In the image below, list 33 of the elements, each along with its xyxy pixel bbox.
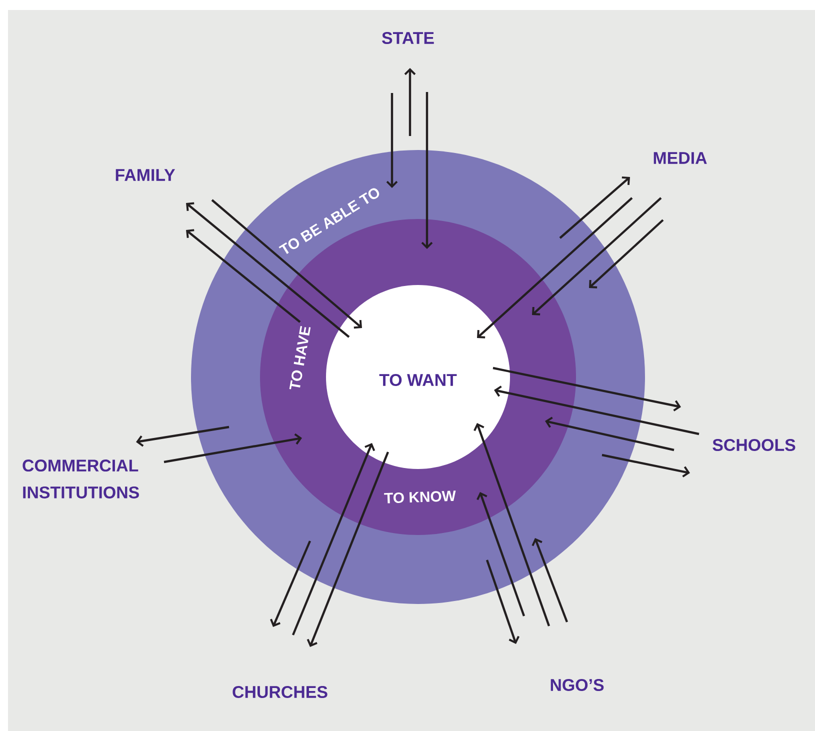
center-label: TO WANT: [379, 374, 457, 386]
ring-label: TO KNOW: [384, 490, 456, 504]
arrow: [602, 454, 690, 478]
arrow: [211, 199, 362, 329]
arrow: [386, 93, 398, 188]
institution-label: COMMERCIAL INSTITUTIONS: [22, 460, 139, 498]
arrow: [136, 426, 230, 447]
arrow: [476, 492, 526, 616]
institution-label: SCHOOLS: [712, 439, 796, 451]
arrow: [164, 433, 302, 464]
arrow: [186, 202, 350, 338]
arrow: [306, 452, 390, 647]
arrow: [492, 366, 681, 412]
institution-label: FAMILY: [116, 169, 176, 181]
arrow: [421, 92, 433, 249]
institution-label: STATE: [382, 32, 434, 44]
arrow: [477, 197, 633, 338]
arrow: [404, 68, 416, 136]
arrow: [486, 560, 520, 644]
arrow: [589, 219, 664, 288]
arrow: [292, 443, 376, 636]
institution-label: NGO’S: [550, 679, 604, 691]
arrow: [545, 416, 674, 452]
ring-label: TO HAVE: [289, 326, 311, 390]
institution-label: MEDIA: [654, 152, 707, 164]
arrow: [559, 176, 630, 239]
arrow: [494, 386, 700, 436]
arrow: [474, 423, 550, 626]
arrow: [186, 229, 301, 323]
arrow: [270, 540, 312, 627]
arrow: [532, 197, 662, 316]
institution-label: CHURCHES: [232, 686, 328, 698]
arrow: [532, 538, 568, 622]
